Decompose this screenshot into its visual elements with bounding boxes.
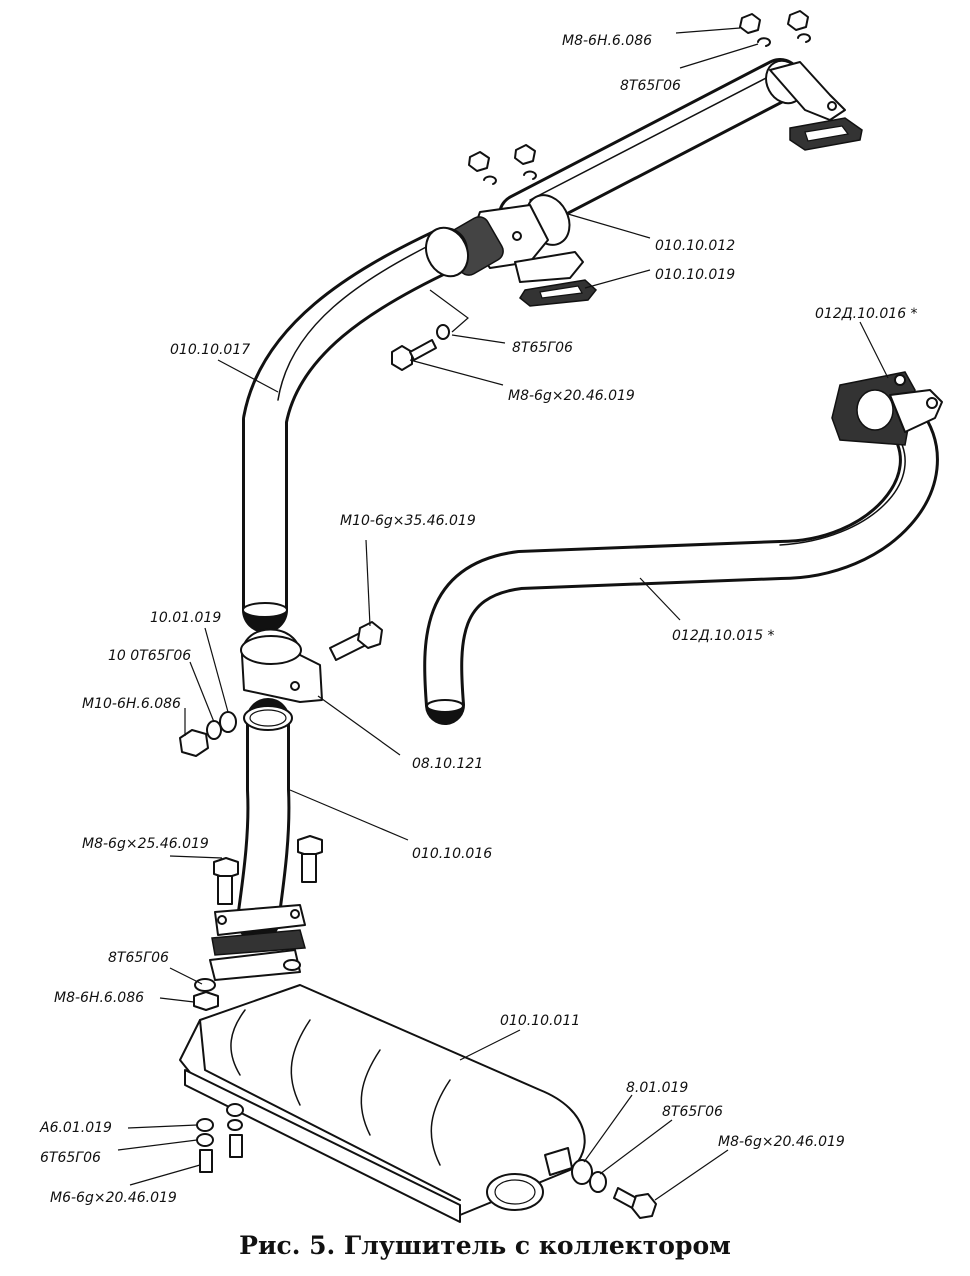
muffler-right-fasteners <box>571 1159 657 1219</box>
label-pipe-012: 010.10.012 <box>655 238 735 254</box>
figure-caption: Рис. 5. Глушитель с коллектором <box>239 1231 731 1260</box>
label-washer-8-01: 8.01.019 <box>626 1080 688 1096</box>
label-washer-10: 10 0Т65Г06 <box>108 648 191 664</box>
label-pipe-015: 012Д.10.015 * <box>672 628 775 644</box>
gasket-top <box>789 117 863 151</box>
label-pipe-016: 010.10.016 <box>412 846 492 862</box>
label-washer-top: 8Т65Г06 <box>620 78 681 94</box>
label-washer-low: 8Т65Г06 <box>108 950 169 966</box>
label-bolt-mid: М8-6g×20.46.019 <box>508 388 635 404</box>
bolt-m8-mid <box>391 324 450 371</box>
label-washer-mid: 8Т65Г06 <box>512 340 573 356</box>
label-pipe-017: 010.10.017 <box>170 342 250 358</box>
nut-m10 <box>179 711 237 757</box>
nuts-top <box>739 10 811 47</box>
muffler-010-10-011 <box>179 984 586 1223</box>
label-washer-a6: А6.01.019 <box>39 1120 112 1136</box>
nuts-mid <box>468 144 537 185</box>
gasket-mid <box>519 279 598 307</box>
label-nut-m10: М10-6Н.6.086 <box>82 696 181 712</box>
pipe-010-10-016 <box>236 698 293 942</box>
bolts-m8-lower <box>213 835 323 905</box>
muffler-left-fasteners <box>196 1103 244 1173</box>
part-labels: М8-6Н.6.086 8Т65Г06 010.10.012 010.10.01… <box>39 33 918 1206</box>
pipe-010-10-017 <box>242 226 469 633</box>
label-bolt-right: М8-6g×20.46.019 <box>718 1134 845 1150</box>
label-nut-top: М8-6Н.6.086 <box>562 33 652 49</box>
pipe-012d-10-015 <box>423 400 939 725</box>
leader-lines <box>117 27 889 1201</box>
label-clamp: 08.10.121 <box>412 756 483 772</box>
label-gasket-019: 010.10.019 <box>655 267 735 283</box>
flange-lower <box>209 904 306 981</box>
label-flange-016: 012Д.10.016 * <box>815 306 918 322</box>
label-washer-10-01: 10.01.019 <box>150 610 221 626</box>
nuts-lower <box>193 959 301 1011</box>
label-bolt-clamp: М10-6g×35.46.019 <box>340 513 476 529</box>
clamp-08-10-121 <box>240 628 323 703</box>
bolt-m10-clamp <box>329 621 383 661</box>
label-muffler: 010.10.011 <box>500 1013 580 1029</box>
label-nut-low: М8-6Н.6.086 <box>54 990 144 1006</box>
label-washer-right: 8Т65Г06 <box>662 1104 723 1120</box>
flange-012d-10-016 <box>831 371 943 446</box>
pipe-010-10-012 <box>498 58 846 246</box>
label-bolt-m8-25: М8-6g×25.46.019 <box>82 836 209 852</box>
label-bolt-m6: М6-6g×20.46.019 <box>50 1190 177 1206</box>
label-washer-6: 6Т65Г06 <box>40 1150 101 1166</box>
